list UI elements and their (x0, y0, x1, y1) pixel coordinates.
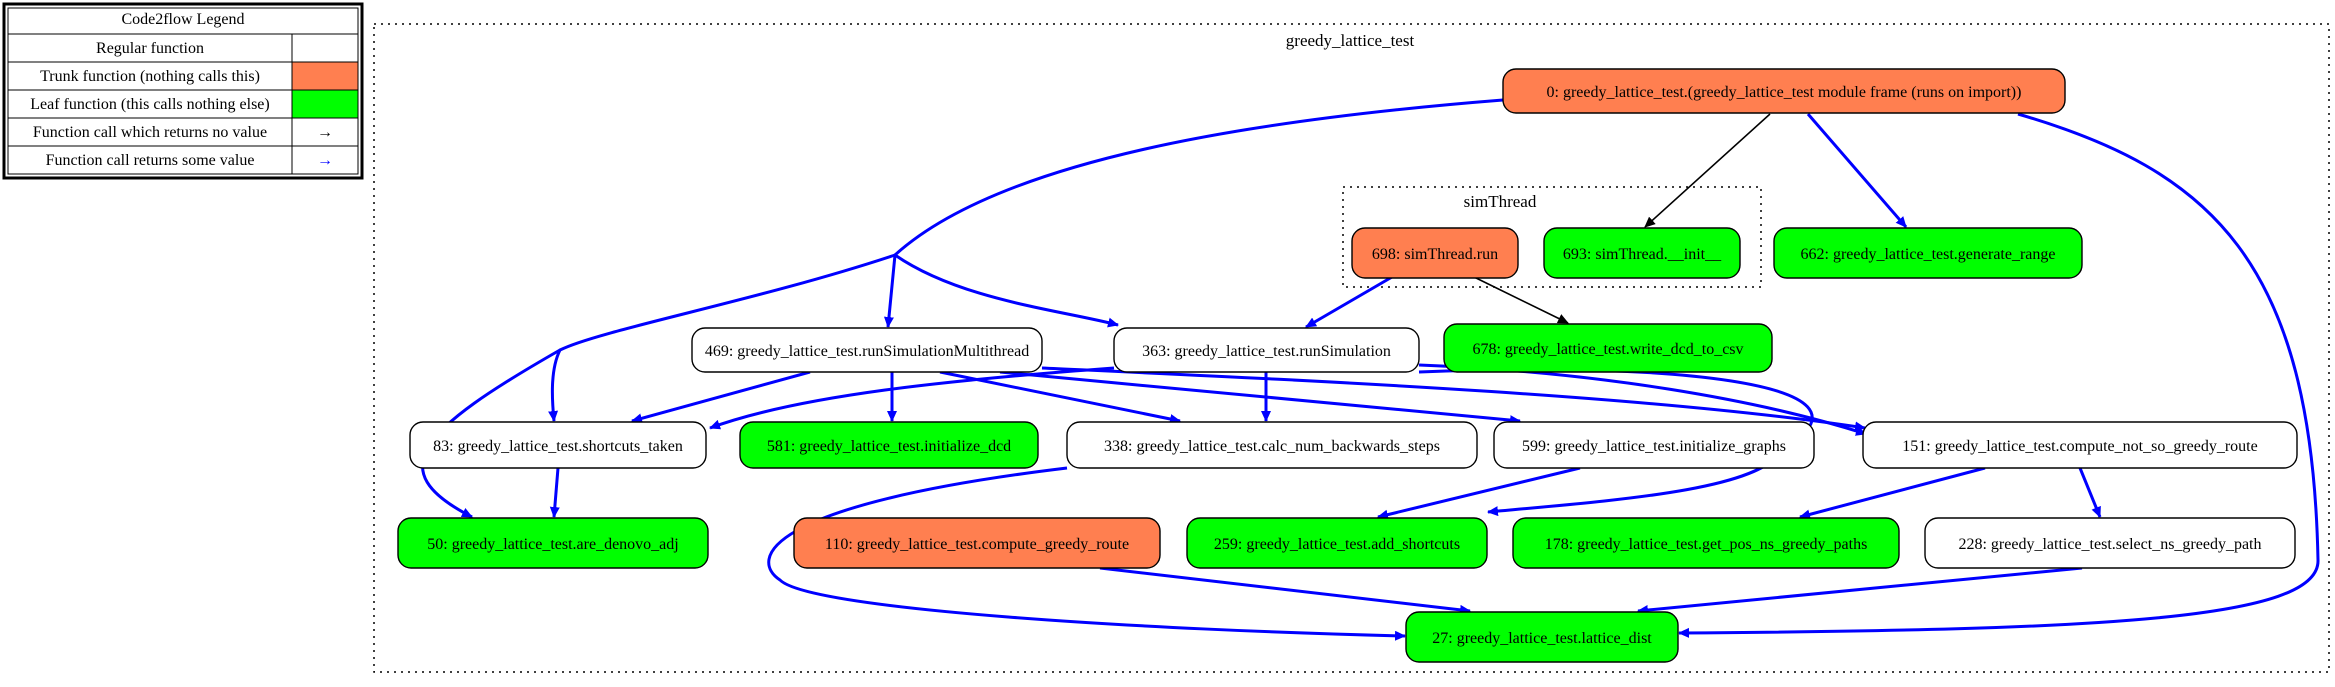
function-node[interactable]: 83: greedy_lattice_test.shortcuts_taken (409, 421, 707, 469)
function-node-box (1543, 227, 1741, 279)
function-node[interactable]: 698: simThread.run (1351, 227, 1519, 279)
function-node-label: 469: greedy_lattice_test.runSimulationMu… (705, 343, 1029, 360)
call-edge-n599-n259 (1377, 466, 1581, 520)
function-node-label: 698: simThread.run (1372, 246, 1498, 263)
function-node[interactable]: 27: greedy_lattice_test.lattice_dist (1405, 611, 1679, 663)
function-node[interactable]: 259: greedy_lattice_test.add_shortcuts (1186, 517, 1488, 569)
function-node[interactable]: 0: greedy_lattice_test.(greedy_lattice_t… (1502, 68, 2066, 114)
function-node[interactable]: 338: greedy_lattice_test.calc_num_backwa… (1066, 421, 1478, 469)
function-node-box (1862, 421, 2298, 469)
function-node[interactable]: 50: greedy_lattice_test.are_denovo_adj (397, 517, 709, 569)
function-node-label: 110: greedy_lattice_test.compute_greedy_… (825, 536, 1129, 553)
legend-row-label: Function call returns some value (46, 152, 255, 169)
call-edge-n338-n27 (767, 466, 1406, 641)
function-node-label: 27: greedy_lattice_test.lattice_dist (1432, 630, 1652, 647)
black-arrow-icon: → (317, 124, 333, 141)
legend-swatch (291, 145, 359, 175)
function-node-label: 228: greedy_lattice_test.select_ns_greed… (1958, 536, 2261, 553)
function-node-label: 678: greedy_lattice_test.write_dcd_to_cs… (1472, 341, 1743, 358)
function-node-box (397, 517, 709, 569)
function-node-label: 599: greedy_lattice_test.initialize_grap… (1522, 438, 1786, 455)
function-node[interactable]: 693: simThread.__init__ (1543, 227, 1741, 279)
function-node-label: 259: greedy_lattice_test.add_shortcuts (1214, 536, 1460, 553)
function-node-box (1924, 517, 2296, 569)
legend-row-label: Function call which returns no value (33, 124, 267, 141)
cluster-label-inner: simThread (1464, 192, 1537, 211)
legend-row-label: Trunk function (nothing calls this) (40, 68, 260, 85)
function-node-box (1066, 421, 1478, 469)
blue-arrow-icon: → (317, 152, 333, 169)
function-node-label: 581: greedy_lattice_test.initialize_dcd (767, 438, 1011, 455)
function-node[interactable]: 363: greedy_lattice_test.runSimulation (1113, 327, 1420, 373)
call-edge-n698-n678 (1473, 276, 1569, 324)
legend-swatch (291, 117, 359, 147)
function-node-box (1502, 68, 2066, 114)
legend-swatch (291, 61, 359, 91)
function-node-box (739, 421, 1039, 469)
call-edge-n0-n469 (883, 98, 1504, 328)
function-node-box (793, 517, 1161, 569)
cluster-greedy-lattice-test: greedy_lattice_test (373, 23, 2330, 673)
legend-swatch (291, 89, 359, 119)
call-edge-n0-n83 (548, 253, 896, 422)
function-node-box (1773, 227, 2083, 279)
call-edge-n469-n151 (1041, 366, 1866, 432)
legend-title: Code2flow Legend (121, 11, 244, 28)
function-node-box (1493, 421, 1815, 469)
function-node-label: 0: greedy_lattice_test.(greedy_lattice_t… (1547, 84, 2022, 101)
function-node-box (1351, 227, 1519, 279)
call-edge-n151-n228 (2078, 467, 2102, 518)
function-node-box (1443, 323, 1773, 373)
call-edge-n228-n27 (1637, 566, 2083, 616)
call-edge-n0-n363 (894, 253, 1119, 328)
legend-row: Regular function (7, 33, 359, 63)
function-node[interactable]: 178: greedy_lattice_test.get_pos_ns_gree… (1512, 517, 1900, 569)
function-node-label: 693: simThread.__init__ (1563, 246, 1722, 263)
call-edge-n0-n693 (1644, 113, 1771, 228)
function-node-label: 50: greedy_lattice_test.are_denovo_adj (427, 536, 678, 553)
function-node-box (1512, 517, 1900, 569)
function-node-box (1113, 327, 1420, 373)
function-node-label: 151: greedy_lattice_test.compute_not_so_… (1902, 438, 2257, 455)
function-node-box (691, 327, 1043, 373)
legend-row: Leaf function (this calls nothing else) (7, 89, 359, 119)
call-edge-n0-n662 (1806, 113, 1908, 228)
function-node-label: 662: greedy_lattice_test.generate_range (1801, 246, 2056, 263)
function-node-label: 178: greedy_lattice_test.get_pos_ns_gree… (1545, 536, 1868, 553)
function-node[interactable]: 228: greedy_lattice_test.select_ns_greed… (1924, 517, 2296, 569)
function-node[interactable]: 678: greedy_lattice_test.write_dcd_to_cs… (1443, 323, 1773, 373)
call-edge-n110-n27 (1099, 566, 1471, 615)
function-node[interactable]: 581: greedy_lattice_test.initialize_dcd (739, 421, 1039, 469)
call-edge-n469-n83 (631, 370, 811, 424)
legend-row-label: Leaf function (this calls nothing else) (30, 96, 269, 113)
function-node[interactable]: 469: greedy_lattice_test.runSimulationMu… (691, 327, 1043, 373)
function-node-label: 338: greedy_lattice_test.calc_num_backwa… (1104, 438, 1440, 455)
nodes-layer: 0: greedy_lattice_test.(greedy_lattice_t… (397, 68, 2298, 663)
function-node-label: 363: greedy_lattice_test.runSimulation (1142, 343, 1391, 360)
function-node-box (409, 421, 707, 469)
legend-row: Trunk function (nothing calls this) (7, 61, 359, 91)
function-node[interactable]: 151: greedy_lattice_test.compute_not_so_… (1862, 421, 2298, 469)
function-node[interactable]: 110: greedy_lattice_test.compute_greedy_… (793, 517, 1161, 569)
call-edge-n469-n599 (999, 370, 1521, 426)
function-node-box (1186, 517, 1488, 569)
function-node-box (1405, 611, 1679, 663)
function-node[interactable]: 662: greedy_lattice_test.generate_range (1773, 227, 2083, 279)
legend-row: Function call returns some value → (7, 145, 359, 175)
legend-row-label: Regular function (96, 40, 204, 57)
function-node-label: 83: greedy_lattice_test.shortcuts_taken (433, 438, 683, 455)
call-edge-n151-n178 (1799, 466, 1986, 520)
call-edge-n83-n50 (549, 467, 560, 518)
call-edge-n0-n27 (1678, 112, 2320, 638)
legend-swatch (291, 33, 359, 63)
cluster-simthread: simThread (1342, 186, 1762, 288)
call-edge-n698-n363 (1305, 275, 1393, 329)
cluster-label-outer: greedy_lattice_test (1286, 31, 1415, 50)
function-node[interactable]: 599: greedy_lattice_test.initialize_grap… (1493, 421, 1815, 469)
legend-row: Function call which returns no value → (7, 117, 359, 147)
call-edge-n363-n83 (709, 366, 1115, 430)
